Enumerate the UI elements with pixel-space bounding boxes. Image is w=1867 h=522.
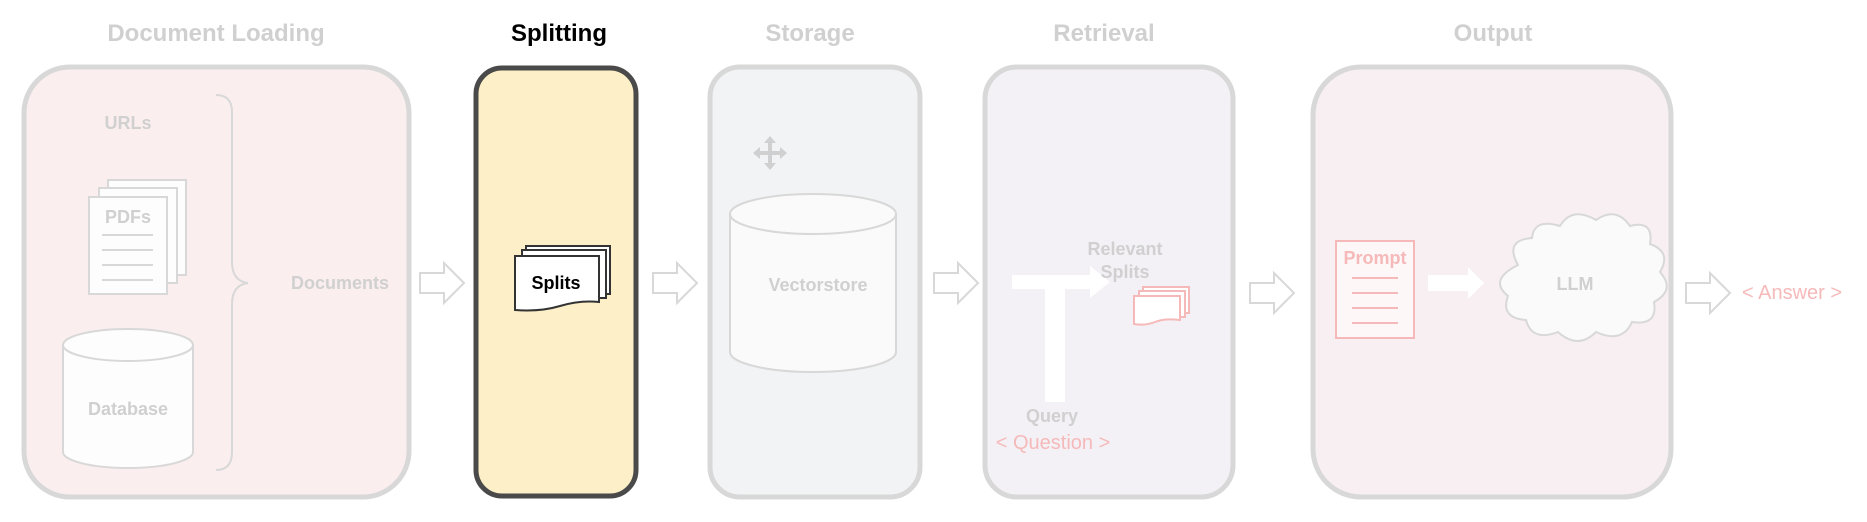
stage-title-storage: Storage bbox=[765, 20, 854, 47]
documents-label: Documents bbox=[291, 273, 389, 293]
prompt-label: Prompt bbox=[1344, 248, 1407, 268]
flow-arrow-icon bbox=[419, 260, 466, 306]
move-icon bbox=[753, 136, 787, 170]
document-loading-panel: URLs PDFs Database Documents bbox=[21, 64, 412, 500]
prompt-to-llm-arrow-icon bbox=[1428, 267, 1484, 299]
prompt-document-icon bbox=[1335, 240, 1415, 339]
question-placeholder: < Question > bbox=[996, 432, 1111, 454]
llm-cloud-icon bbox=[1499, 213, 1668, 342]
stage-title-retrieval: Retrieval bbox=[1053, 20, 1154, 47]
vectorstore-icon bbox=[729, 193, 897, 373]
retrieval-panel: Relevant Splits Query < Question > bbox=[982, 64, 1236, 500]
flow-arrow-icon bbox=[933, 260, 980, 306]
answer-placeholder: < Answer > bbox=[1742, 282, 1842, 304]
database-icon bbox=[62, 328, 194, 469]
query-label: Query bbox=[1026, 406, 1078, 426]
flow-arrow-icon bbox=[652, 260, 699, 306]
vectorstore-label: Vectorstore bbox=[768, 275, 867, 295]
urls-label: URLs bbox=[104, 113, 151, 133]
output-panel: Prompt LLM bbox=[1310, 64, 1674, 500]
flow-arrow-icon bbox=[1249, 270, 1296, 316]
stage-title-splitting: Splitting bbox=[511, 20, 607, 47]
query-flow-arrow bbox=[1012, 266, 1110, 402]
pdf-documents-icon bbox=[88, 179, 187, 295]
flow-arrow-icon bbox=[1685, 270, 1732, 316]
relevant-splits-icon bbox=[1133, 286, 1190, 326]
relevant-splits-label-line1: Relevant bbox=[1087, 239, 1162, 259]
llm-label: LLM bbox=[1557, 274, 1594, 294]
database-label: Database bbox=[88, 399, 168, 419]
relevant-splits-label-line2: Splits bbox=[1100, 262, 1149, 282]
stage-title-output: Output bbox=[1454, 20, 1533, 47]
splitting-panel: Splits bbox=[473, 65, 639, 499]
splits-label: Splits bbox=[531, 273, 580, 293]
splits-icon bbox=[514, 245, 611, 312]
stage-title-document-loading: Document Loading bbox=[107, 20, 324, 47]
pdfs-label: PDFs bbox=[105, 207, 151, 227]
storage-panel: Vectorstore bbox=[707, 64, 923, 500]
brace bbox=[215, 94, 249, 471]
